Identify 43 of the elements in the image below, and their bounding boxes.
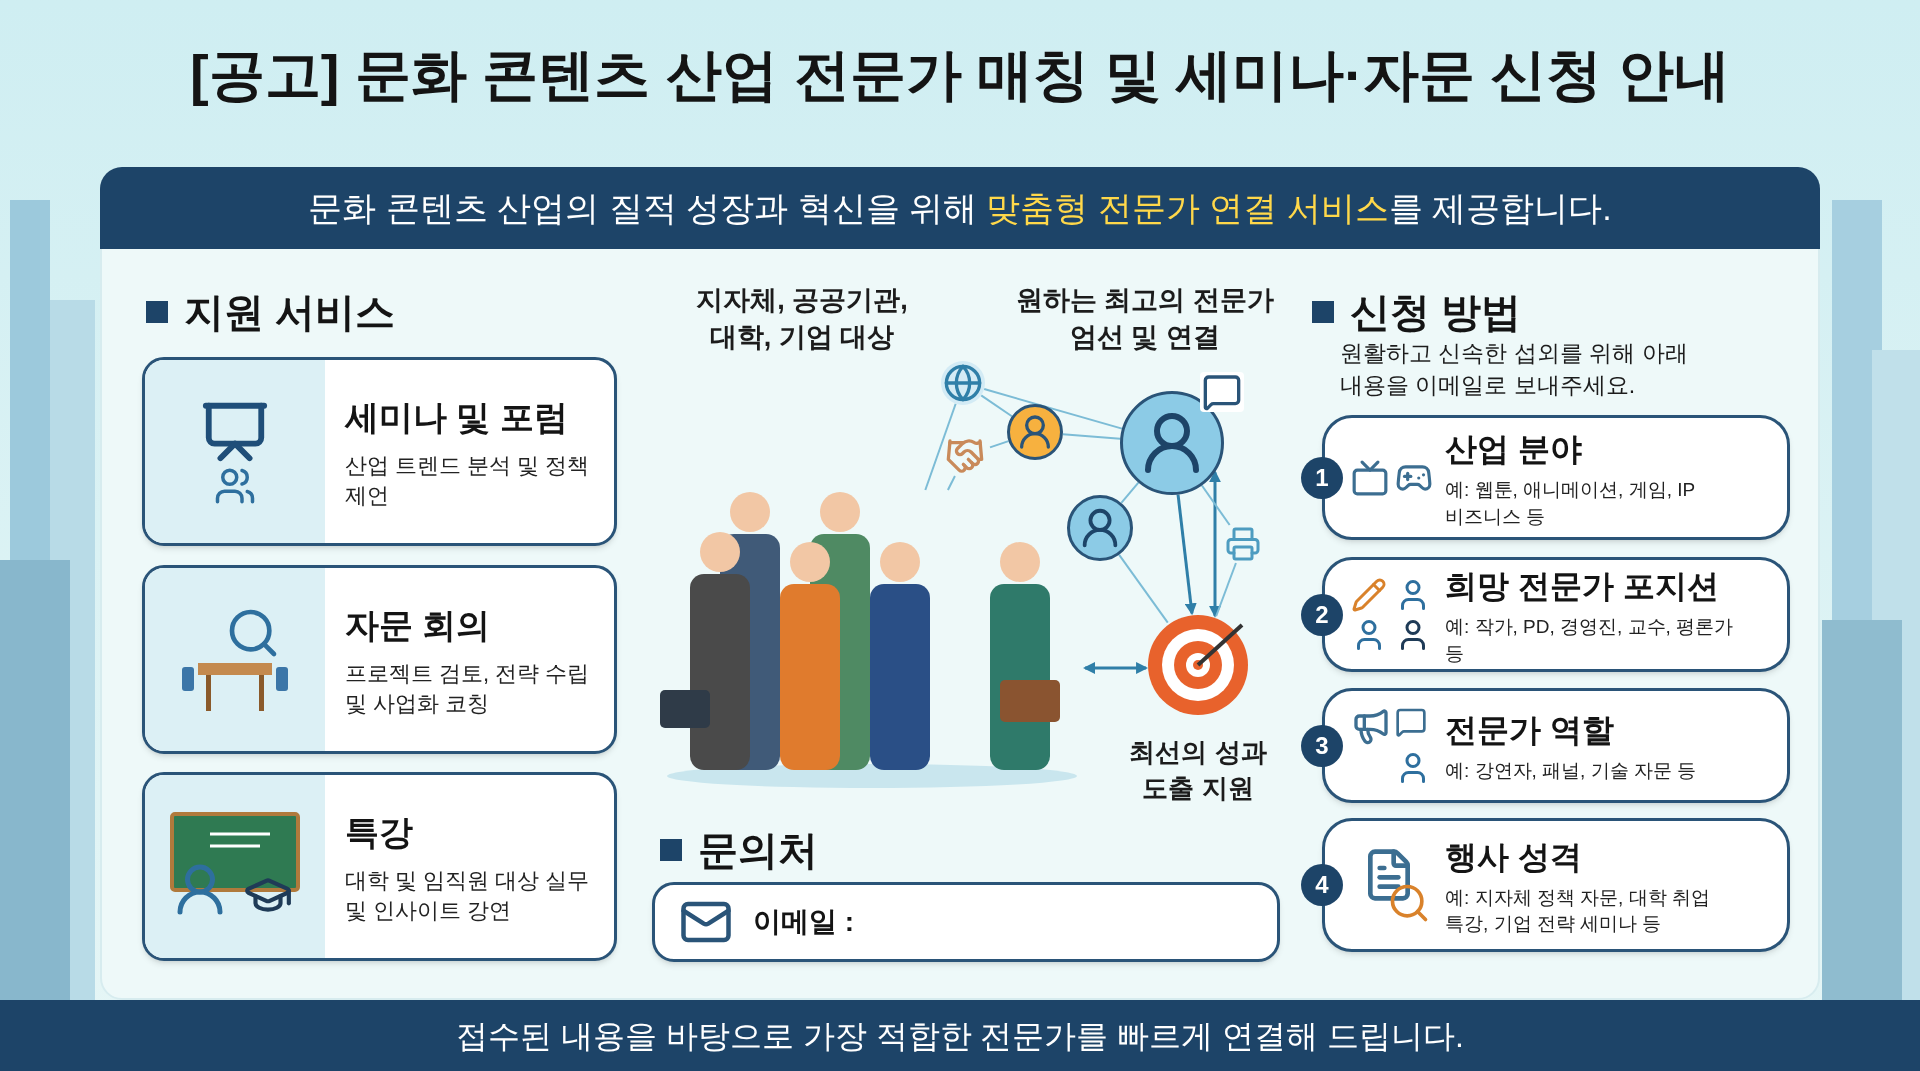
card-description: 프로젝트 검토, 전략 수립 및 사업화 코칭 [345,659,591,718]
section-heading: 지원 서비스 [184,289,396,336]
footer-text: 접수된 내용을 바탕으로 가장 적합한 전문가를 빠르게 연결해 드립니다. [456,1016,1464,1056]
connector-line [1215,562,1237,618]
arrow [1083,662,1149,674]
card-title: 희망 전문가 포지션 [1445,567,1720,607]
connector-line [946,475,956,491]
card-title: 전문가 역할 [1445,711,1615,751]
card-description: 예: 웹툰, 애니메이션, 게임, IP 비즈니스 등 [1445,478,1696,529]
connector-line [1061,433,1122,440]
connector-line [924,402,957,491]
connector-line [1118,553,1169,624]
arrow [1176,494,1197,616]
instruction-text: 원활하고 신속한 섭외를 위해 아래 내용을 이메일로 보내주세요. [1340,339,1689,400]
section-heading: 문의처 [698,827,818,874]
service-card [142,565,617,754]
contact-label: 이메일 : [753,905,855,939]
card-title: 세미나 및 포럼 [345,396,569,438]
card-description: 예: 작가, PD, 경영진, 교수, 평론가 등 [1445,615,1735,666]
target-icon [1146,613,1250,717]
card-description: 대학 및 임직원 대상 실무 및 인사이트 강연 [345,866,591,925]
card-title: 자문 회의 [345,604,492,646]
section-heading: 신청 방법 [1350,289,1522,336]
connector-line [1120,481,1140,504]
connector-line [1200,484,1231,526]
page-title: [공고] 문화 콘텐츠 산업 전문가 매칭 및 세미나·자문 신청 안내 [189,42,1731,108]
contact-box [652,882,1280,962]
card-title: 행사 성격 [1445,837,1583,877]
banner-text: 문화 콘텐츠 산업의 질적 성장과 혁신을 위해 맞춤형 전문가 연결 서비스를 제공합니다. [308,187,1612,229]
card-title: 산업 분야 [1445,430,1583,470]
caption-text: 지자체, 공공기관, 대학, 기업 대상 [695,284,909,355]
connector-line [980,394,1013,418]
service-card [142,772,617,961]
header-banner [100,167,1820,249]
caption-text: 원하는 최고의 전문가 엄선 및 연결 [1015,284,1275,355]
card-description: 예: 강연자, 패널, 기술 자문 등 [1445,759,1698,784]
card-title: 특강 [345,811,414,853]
arrow [1209,470,1221,618]
service-card [142,357,617,546]
card-description: 예: 지자체 정책 자문, 대학 취업 특강, 기업 전략 세미나 등 [1445,885,1711,936]
footer-banner [0,1000,1920,1071]
caption-text: 최선의 성과 도출 지원 [1128,736,1268,805]
card-description: 산업 트렌드 분석 및 정책 제언 [345,451,591,510]
